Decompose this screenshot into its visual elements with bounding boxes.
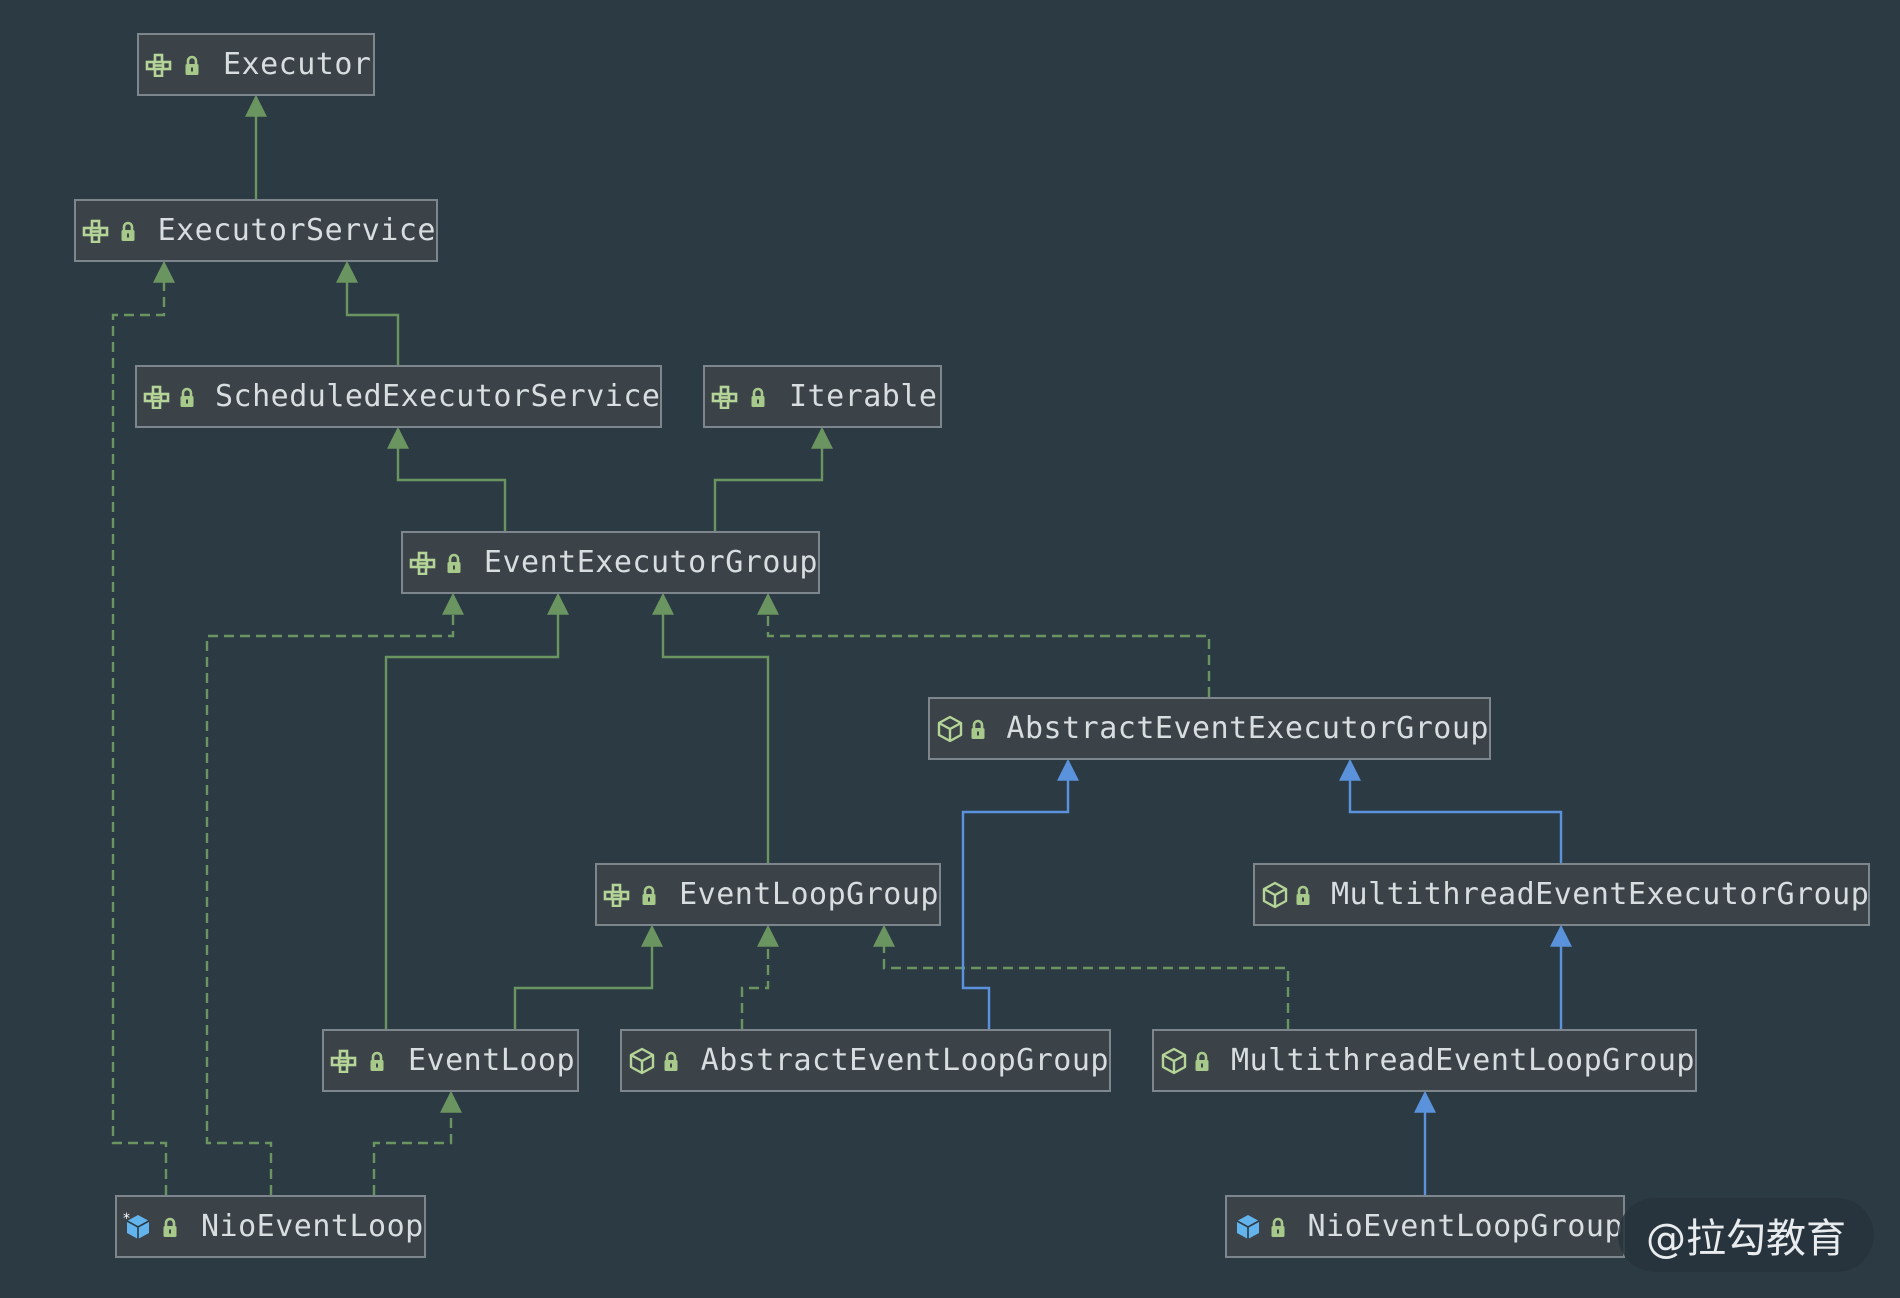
abstract-class-icon xyxy=(1160,1046,1188,1076)
node-nio-event-loop-group[interactable]: NioEventLoopGroup xyxy=(1225,1195,1625,1258)
class-icon: * xyxy=(123,1212,153,1242)
edge-abstract-event-loop-group-to-event-loop-group xyxy=(740,924,779,1029)
lock-icon xyxy=(366,1046,388,1076)
abstract-class-icon xyxy=(628,1046,656,1076)
lock-icon xyxy=(1269,1212,1287,1242)
node-event-loop-group[interactable]: EventLoopGroup xyxy=(595,863,941,926)
lock-icon xyxy=(1295,880,1311,910)
node-abstract-event-loop-group[interactable]: AbstractEventLoopGroup xyxy=(620,1029,1111,1092)
lock-icon xyxy=(118,216,138,246)
interface-icon xyxy=(143,382,173,412)
node-label: Executor xyxy=(223,47,372,82)
node-iterable[interactable]: Iterable xyxy=(703,365,942,428)
edge-event-executor-group-to-scheduled-executor-service xyxy=(387,426,507,531)
interface-icon xyxy=(330,1046,360,1076)
node-abstract-event-executor-group[interactable]: AbstractEventExecutorGroup xyxy=(928,697,1491,760)
node-label: AbstractEventLoopGroup xyxy=(700,1043,1109,1078)
node-event-executor-group[interactable]: EventExecutorGroup xyxy=(401,531,820,594)
node-label: Iterable xyxy=(789,379,938,414)
interface-icon xyxy=(82,216,112,246)
node-nio-event-loop[interactable]: * NioEventLoop xyxy=(115,1195,426,1258)
node-label: MultithreadEventLoopGroup xyxy=(1230,1043,1695,1078)
watermark: @拉勾教育 xyxy=(1618,1198,1874,1272)
lock-icon xyxy=(662,1046,681,1076)
node-label: AbstractEventExecutorGroup xyxy=(1006,711,1489,746)
interface-icon xyxy=(409,548,439,578)
edge-abstract-event-loop-group-to-abstract-event-executor-group xyxy=(873,924,1290,1029)
edge-event-loop-to-event-loop-group xyxy=(513,924,663,1029)
node-event-loop[interactable]: EventLoop xyxy=(322,1029,579,1092)
edge-event-loop-to-event-executor-group xyxy=(384,592,569,1029)
lock-icon xyxy=(1194,1046,1211,1076)
node-executor-service[interactable]: ExecutorService xyxy=(74,199,438,262)
node-label: EventLoop xyxy=(408,1043,576,1078)
node-multithread-event-executor-group[interactable]: MultithreadEventExecutorGroup xyxy=(1253,863,1870,926)
node-scheduled-executor-service[interactable]: ScheduledExecutorService xyxy=(135,365,662,428)
interface-icon xyxy=(145,50,175,80)
interface-icon xyxy=(603,880,633,910)
node-label: EventExecutorGroup xyxy=(483,545,818,580)
node-label: ScheduledExecutorService xyxy=(215,379,661,414)
edge-nio-event-loop-to-executor-service xyxy=(111,260,175,1195)
abstract-class-icon xyxy=(936,714,964,744)
abstract-class-icon xyxy=(1261,880,1289,910)
lock-icon xyxy=(747,382,769,412)
node-label: NioEventLoopGroup xyxy=(1307,1209,1623,1244)
lock-icon xyxy=(639,880,659,910)
node-executor[interactable]: Executor xyxy=(137,33,375,96)
node-multithread-event-loop-group[interactable]: MultithreadEventLoopGroup xyxy=(1152,1029,1697,1092)
edge-nio-event-loop-to-event-executor-group xyxy=(205,592,464,1195)
edge-multithread-event-executor-group-to-abstract-event-executor-group xyxy=(961,758,1079,1029)
edge-event-executor-group-to-iterable xyxy=(713,426,833,531)
edge-multithread-event-loop-group-to-event-loop-group xyxy=(1339,758,1563,863)
lock-icon xyxy=(970,714,986,744)
node-label: ExecutorService xyxy=(157,213,436,248)
lock-icon xyxy=(159,1212,181,1242)
interface-icon xyxy=(711,382,741,412)
svg-text:*: * xyxy=(123,1212,130,1227)
edge-abstract-event-executor-group-to-event-executor-group xyxy=(757,592,1211,697)
lock-icon xyxy=(445,548,464,578)
lock-icon xyxy=(181,50,203,80)
edge-scheduled-executor-service-to-executor-service xyxy=(336,260,400,365)
lock-icon xyxy=(179,382,195,412)
edge-event-loop-group-to-event-executor-group xyxy=(652,592,770,863)
class-icon xyxy=(1233,1212,1263,1242)
edge-nio-event-loop-to-event-loop xyxy=(372,1090,462,1195)
node-label: EventLoopGroup xyxy=(679,877,939,912)
node-label: MultithreadEventExecutorGroup xyxy=(1331,877,1870,912)
node-label: NioEventLoop xyxy=(201,1209,424,1244)
